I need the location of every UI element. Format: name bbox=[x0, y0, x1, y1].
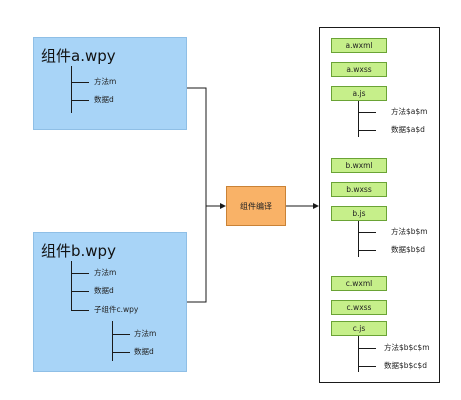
file-a-wxml: a.wxml bbox=[331, 38, 387, 53]
file-b-js-data: 数据$b$d bbox=[391, 245, 426, 254]
tree-branch bbox=[358, 232, 376, 233]
file-c-js: c.js bbox=[331, 321, 387, 336]
file-a-js: a.js bbox=[331, 86, 387, 101]
tree-trunk bbox=[358, 101, 359, 137]
tree-branch bbox=[71, 82, 89, 83]
tree-branch bbox=[358, 112, 376, 113]
tree-trunk bbox=[71, 261, 72, 311]
tree-branch bbox=[71, 100, 89, 101]
tree-branch bbox=[358, 130, 376, 131]
file-b-js: b.js bbox=[331, 206, 387, 221]
component-c-method: 方法m bbox=[134, 329, 157, 338]
tree-branch bbox=[71, 310, 89, 311]
compiler-box: 组件编译 bbox=[226, 186, 286, 226]
component-b-data: 数据d bbox=[94, 286, 114, 295]
tree-branch bbox=[112, 352, 130, 353]
tree-branch bbox=[112, 334, 130, 335]
component-a-data: 数据d bbox=[94, 95, 114, 104]
file-c-wxml: c.wxml bbox=[331, 276, 387, 291]
file-c-js-method: 方法$b$c$m bbox=[384, 343, 430, 352]
file-a-js-method: 方法$a$m bbox=[391, 107, 428, 116]
output-panel: a.wxml a.wxss a.js 方法$a$m 数据$a$d b.wxml … bbox=[319, 27, 440, 383]
component-b-title: 组件b.wpy bbox=[41, 242, 116, 260]
component-a-title: 组件a.wpy bbox=[41, 47, 116, 65]
file-b-wxml: b.wxml bbox=[331, 158, 387, 173]
arrow-from-b bbox=[187, 206, 207, 303]
component-c-data: 数据d bbox=[134, 347, 154, 356]
tree-branch bbox=[71, 273, 89, 274]
tree-branch bbox=[358, 348, 376, 349]
arrow-from-a bbox=[187, 87, 226, 209]
tree-trunk bbox=[358, 221, 359, 257]
tree-trunk bbox=[358, 336, 359, 372]
tree-trunk bbox=[71, 66, 72, 113]
tree-branch bbox=[358, 366, 376, 367]
file-c-wxss: c.wxss bbox=[331, 300, 387, 315]
file-c-js-data: 数据$b$c$d bbox=[384, 361, 427, 370]
file-b-wxss: b.wxss bbox=[331, 182, 387, 197]
component-b-subcomponent: 子组件c.wpy bbox=[94, 305, 139, 314]
file-b-js-method: 方法$b$m bbox=[391, 227, 428, 236]
file-a-js-data: 数据$a$d bbox=[391, 125, 425, 134]
component-a-method: 方法m bbox=[94, 77, 117, 86]
component-a-box: 组件a.wpy 方法m 数据d bbox=[33, 37, 187, 130]
subtree-trunk bbox=[112, 321, 113, 361]
component-b-method: 方法m bbox=[94, 268, 117, 277]
file-a-wxss: a.wxss bbox=[331, 62, 387, 77]
component-b-box: 组件b.wpy 方法m 数据d 子组件c.wpy 方法m 数据d bbox=[33, 232, 187, 372]
tree-branch bbox=[358, 250, 376, 251]
tree-branch bbox=[71, 291, 89, 292]
